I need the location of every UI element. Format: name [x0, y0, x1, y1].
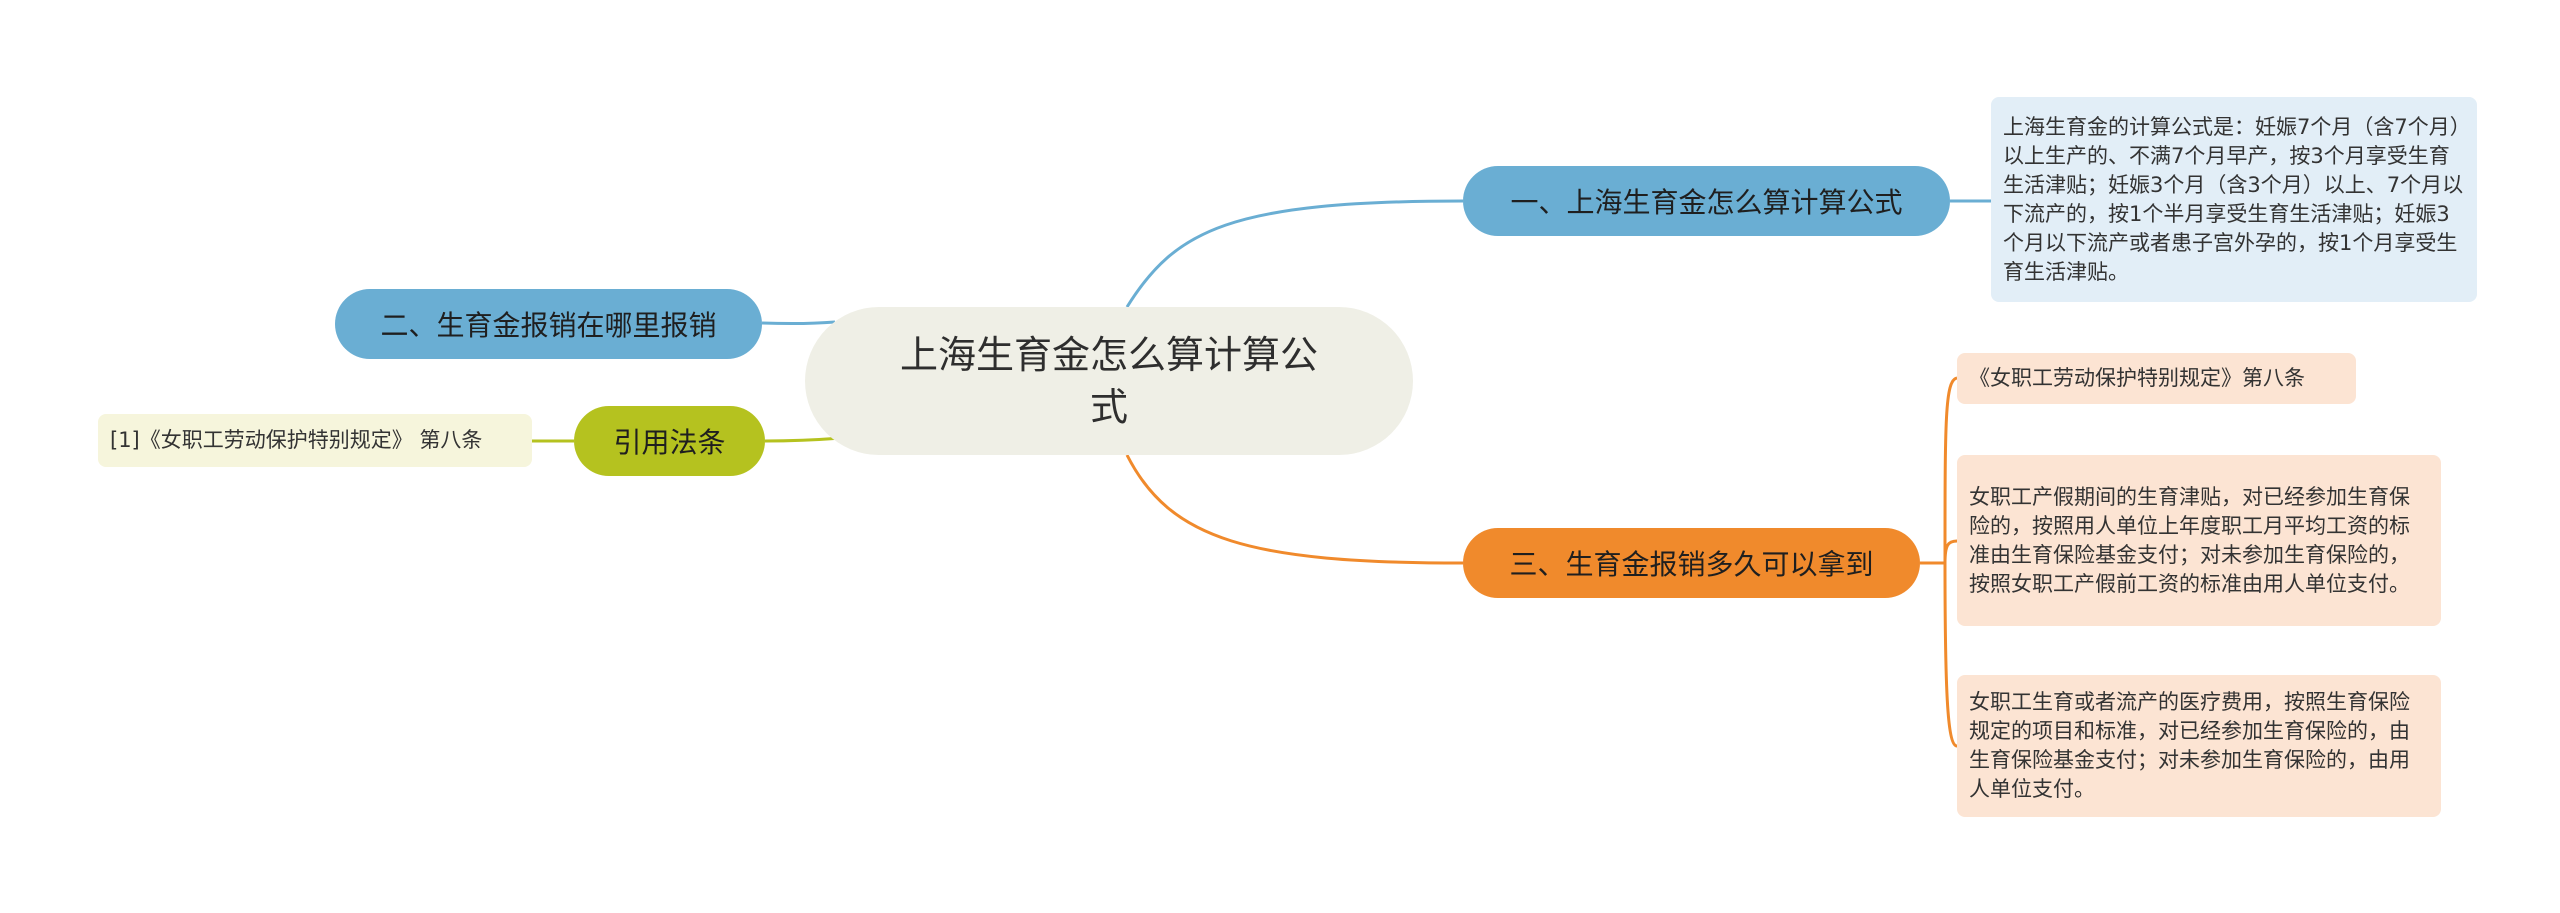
leaf-allowance[interactable]: 女职工产假期间的生育津贴，对已经参加生育保险的，按照用人单位上年度职工月平均工资… [1957, 455, 2441, 626]
branch-reimburse-where-label: 二、生育金报销在哪里报销 [380, 309, 717, 342]
connector-root-to-reimburse-where [761, 320, 836, 326]
branch-reimburse-where[interactable]: 二、生育金报销在哪里报销 [335, 289, 762, 359]
branch-formula[interactable]: 一、上海生育金怎么算计算公式 [1463, 166, 1950, 236]
branch-formula-label: 一、上海生育金怎么算计算公式 [1510, 186, 1903, 219]
leaf-citation-source-text: [1]《女职工劳动保护特别规定》 第八条 [110, 428, 483, 452]
connector-root-to-formula [1125, 199, 1464, 308]
root-node[interactable]: 上海生育金怎么算计算公式 [805, 307, 1413, 455]
branch-reimburse-time-label: 三、生育金报销多久可以拿到 [1509, 548, 1874, 581]
connector-root-to-citation [764, 436, 843, 443]
branch-citation-label: 引用法条 [613, 426, 726, 459]
leaf-allowance-text: 女职工产假期间的生育津贴，对已经参加生育保险的，按照用人单位上年度职工月平均工资… [1969, 484, 2410, 596]
connector-time-to-medical [1943, 562, 1958, 748]
leaf-formula-text: 上海生育金的计算公式是：妊娠7个月（含7个月）以上生产的、不满7个月早产，按3个… [2003, 114, 2464, 284]
root-title: 上海生育金怎么算计算公式 [899, 333, 1318, 429]
branch-citation[interactable]: 引用法条 [574, 406, 765, 476]
connector-time-to-allowance [1943, 539, 1958, 564]
leaf-medical[interactable]: 女职工生育或者流产的医疗费用，按照生育保险规定的项目和标准，对已经参加生育保险的… [1957, 675, 2441, 817]
branch-reimburse-time[interactable]: 三、生育金报销多久可以拿到 [1463, 528, 1920, 598]
leaf-article-title-text: 《女职工劳动保护特别规定》第八条 [1969, 366, 2305, 390]
leaf-medical-text: 女职工生育或者流产的医疗费用，按照生育保险规定的项目和标准，对已经参加生育保险的… [1969, 690, 2410, 801]
leaf-formula[interactable]: 上海生育金的计算公式是：妊娠7个月（含7个月）以上生产的、不满7个月早产，按3个… [1991, 97, 2477, 302]
connector-time-to-article [1943, 376, 1958, 564]
leaf-citation-source[interactable]: [1]《女职工劳动保护特别规定》 第八条 [98, 414, 532, 467]
connector-root-to-reimburse-time [1125, 454, 1464, 565]
leaf-article-title[interactable]: 《女职工劳动保护特别规定》第八条 [1957, 353, 2356, 404]
